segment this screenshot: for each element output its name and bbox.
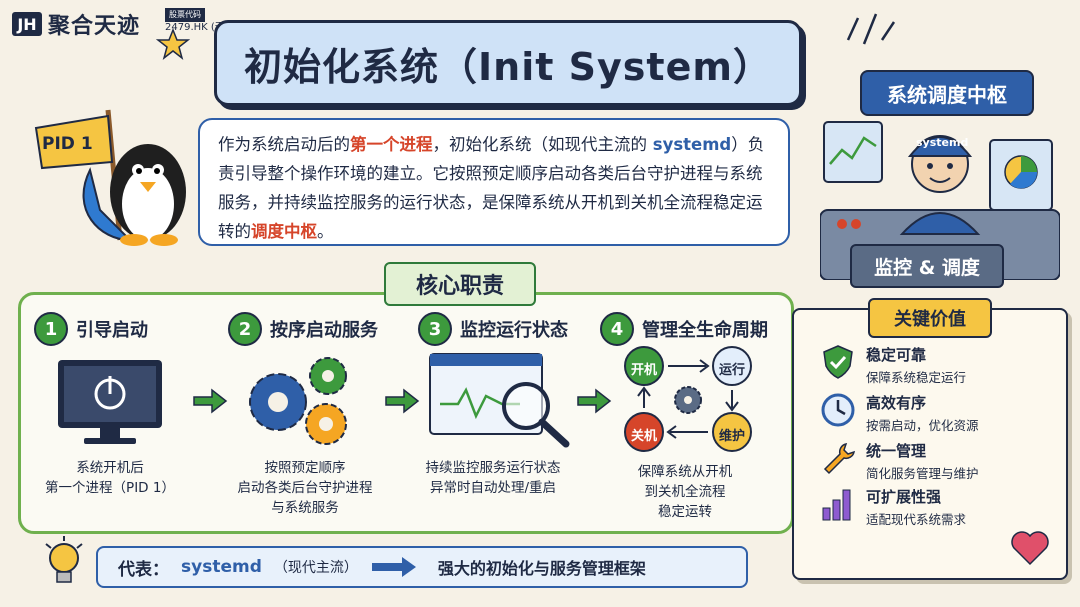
intro-highlight-first-process: 第一个进程 [350, 135, 433, 154]
arrow-right-icon [193, 388, 228, 414]
rep-result: 强大的初始化与服务管理框架 [437, 559, 646, 578]
control-center-title: 系统调度中枢 [860, 70, 1034, 116]
brand-name: 聚合天迹 [48, 14, 141, 39]
step-4-desc: 保障系统从开机 到关机全流程 稳定运转 [600, 462, 770, 522]
stock-tag: 股票代码 [165, 8, 205, 22]
representative-bar: 代表： systemd （现代主流） 强大的初始化与服务管理框架 [96, 546, 748, 588]
rep-key: 代表： [118, 559, 169, 580]
rep-system: systemd [181, 557, 262, 577]
step-number: 3 [418, 312, 452, 346]
cycle-maintain: 维护 [718, 429, 745, 444]
desc-line: 到关机全流程 [644, 484, 726, 500]
brand-logo: JH [12, 12, 42, 36]
value-desc: 适配现代系统需求 [866, 512, 967, 527]
value-title: 统一管理 [866, 442, 927, 460]
shield-check-icon [823, 345, 853, 379]
arrow-right-icon [371, 557, 416, 577]
value-title: 高效有序 [866, 394, 927, 412]
stock-info: 股票代码 2479.HK (天聚地合) [165, 8, 259, 34]
title-banner: 初始化系统（Init System） [214, 20, 802, 106]
desc-line: 第一个进程（PID 1） [45, 480, 175, 496]
desc-line: 持续监控服务运行状态 [425, 460, 561, 476]
monitor-dispatch-label: 监控 & 调度 [850, 244, 1004, 288]
step-1-header: 1 引导启动 [34, 312, 148, 346]
step-number: 2 [228, 312, 262, 346]
core-section-label: 核心职责 [384, 262, 536, 306]
desc-line: 按照预定顺序 [264, 460, 346, 476]
cycle-start: 开机 [630, 363, 657, 378]
value-item: 稳定可靠保障系统稳定运行 [820, 344, 966, 386]
bar-growth-icon [822, 489, 851, 521]
step-2-desc: 按照预定顺序 启动各类后台守护进程 与系统服务 [220, 458, 390, 518]
cycle-shutdown: 关机 [630, 429, 657, 444]
arrow-right-icon [385, 388, 420, 414]
desc-line: 稳定运转 [658, 504, 712, 520]
intro-text-2: ，初始化系统（如现代主流的 [432, 135, 648, 154]
sparkle-icon [846, 13, 896, 45]
step-title: 监控运行状态 [460, 320, 568, 341]
desc-line: 保障系统从开机 [637, 464, 733, 480]
intro-highlight-hub: 调度中枢 [251, 222, 317, 241]
value-item: 高效有序按需启动，优化资源 [820, 392, 979, 434]
value-desc: 保障系统稳定运行 [866, 370, 967, 385]
value-title: 稳定可靠 [866, 346, 927, 364]
rep-note: （现代主流） [273, 560, 358, 576]
step-1-desc: 系统开机后 第一个进程（PID 1） [30, 458, 190, 498]
value-title: 可扩展性强 [866, 488, 942, 506]
step-2-header: 2 按序启动服务 [228, 312, 378, 346]
cap-systemd-label: systemd [916, 136, 969, 149]
page-title: 初始化系统（Init System） [244, 44, 772, 89]
heart-icon [1011, 531, 1049, 566]
desc-line: 异常时自动处理/重启 [429, 480, 557, 496]
intro-systemd: systemd [647, 135, 732, 154]
value-item: 统一管理简化服务管理与维护 [820, 440, 979, 482]
wrench-icon [823, 442, 856, 475]
intro-box: 作为系统启动后的第一个进程，初始化系统（如现代主流的 systemd）负责引导整… [198, 118, 790, 246]
step-number: 1 [34, 312, 68, 346]
star-icon [156, 28, 190, 60]
intro-text-1: 作为系统启动后的 [218, 135, 350, 154]
lightbulb-icon [45, 536, 83, 583]
power-monitor-icon [58, 360, 162, 444]
arrow-right-icon [577, 388, 612, 414]
intro-text-3: ）负责引导整个操作环境的建立。它按照预定顺序启动各类后台守护进程与系统服务，并持… [218, 135, 765, 241]
step-3-header: 3 监控运行状态 [418, 312, 568, 346]
clock-icon [821, 393, 855, 427]
step-title: 按序启动服务 [270, 320, 378, 341]
desc-line: 系统开机后 [76, 460, 144, 476]
value-item: 可扩展性强适配现代系统需求 [820, 486, 966, 528]
step-title: 管理全生命周期 [642, 320, 768, 341]
cycle-run: 运行 [718, 363, 745, 378]
key-values-label: 关键价值 [868, 298, 992, 338]
step-title: 引导启动 [76, 320, 148, 341]
gears-icon [249, 357, 347, 445]
brand: JH 聚合天迹 [12, 8, 140, 40]
lifecycle-cycle-diagram [624, 346, 752, 452]
intro-text-4: 。 [317, 222, 334, 241]
desc-line: 与系统服务 [271, 500, 339, 516]
step-3-desc: 持续监控服务运行状态 异常时自动处理/重启 [408, 458, 578, 498]
penguin-mascot [34, 109, 186, 246]
step-4-header: 4 管理全生命周期 [600, 312, 768, 346]
stock-code: 2479.HK (天聚地合) [165, 22, 259, 33]
pid-flag-text: PID 1 [42, 134, 93, 154]
value-desc: 简化服务管理与维护 [866, 466, 979, 481]
step-number: 4 [600, 312, 634, 346]
value-desc: 按需启动，优化资源 [866, 418, 979, 433]
desc-line: 启动各类后台守护进程 [237, 480, 373, 496]
monitor-magnifier-icon [429, 353, 570, 448]
